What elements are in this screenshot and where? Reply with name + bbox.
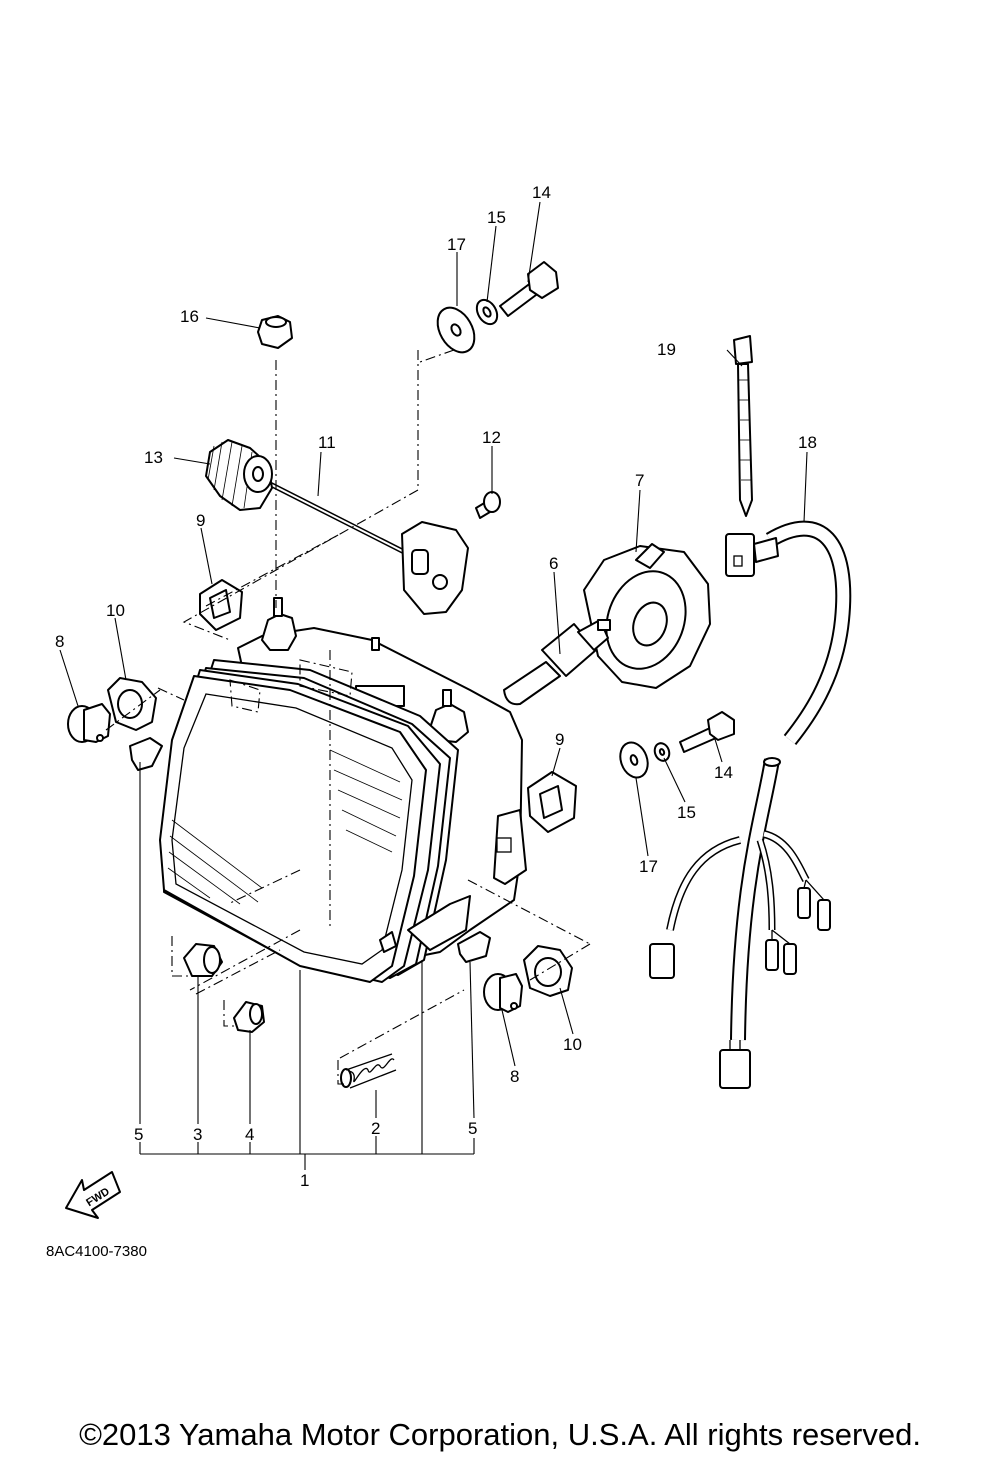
callout-labels: 14 15 17 16 19 11 12 13 18 7 9 6 10 8 9 … bbox=[55, 183, 817, 1190]
washer-17-top bbox=[436, 306, 476, 354]
damper-8-left bbox=[67, 703, 111, 743]
callout-6: 6 bbox=[549, 554, 558, 573]
callout-11: 11 bbox=[318, 433, 336, 452]
bolt-14-top bbox=[499, 261, 559, 317]
wire-harness-18 bbox=[649, 520, 852, 1089]
spring-2 bbox=[340, 1053, 397, 1089]
callout-10-left: 10 bbox=[106, 601, 125, 620]
clip-5-right bbox=[457, 931, 491, 963]
clip-5-left bbox=[129, 737, 163, 771]
callout-5-right: 5 bbox=[468, 1119, 477, 1138]
callout-12: 12 bbox=[482, 428, 501, 447]
callout-8-left: 8 bbox=[55, 632, 64, 651]
bolt-14-right bbox=[679, 711, 735, 753]
callout-13: 13 bbox=[144, 448, 163, 467]
bulb-6 bbox=[503, 619, 611, 706]
callout-9-left: 9 bbox=[196, 511, 205, 530]
callout-10-right: 10 bbox=[563, 1035, 582, 1054]
grommet-9-right bbox=[527, 771, 577, 833]
grommet-9-left bbox=[199, 579, 243, 631]
callout-17-right: 17 bbox=[639, 857, 658, 876]
callout-15-right: 15 bbox=[677, 803, 696, 822]
washer-17-right bbox=[619, 741, 649, 779]
callout-8-right: 8 bbox=[510, 1067, 519, 1086]
collar-10-right bbox=[523, 945, 573, 997]
collar-10-left bbox=[107, 677, 157, 731]
lockwasher-15-right bbox=[653, 742, 671, 762]
callout-4: 4 bbox=[245, 1125, 254, 1144]
callout-3: 3 bbox=[193, 1125, 202, 1144]
callout-17-top: 17 bbox=[447, 235, 466, 254]
leader-lines bbox=[59, 201, 808, 1170]
callout-14-right: 14 bbox=[714, 763, 733, 782]
callout-2: 2 bbox=[371, 1119, 380, 1138]
holder-3 bbox=[183, 943, 223, 977]
screw-12 bbox=[475, 491, 501, 519]
lockwasher-15-top bbox=[475, 298, 499, 326]
fwd-arrow-icon: FWD bbox=[65, 1171, 121, 1219]
copyright-notice: ©2013 Yamaha Motor Corporation, U.S.A. A… bbox=[79, 1417, 921, 1452]
callout-14-top: 14 bbox=[532, 183, 551, 202]
adjuster-assembly bbox=[205, 439, 469, 615]
callout-1: 1 bbox=[300, 1171, 309, 1190]
grommet-16 bbox=[257, 315, 293, 349]
socket-cover-7 bbox=[583, 543, 711, 689]
callout-18: 18 bbox=[798, 433, 817, 452]
diagram-code: 8AC4100-7380 bbox=[46, 1243, 147, 1260]
callout-5-left: 5 bbox=[134, 1125, 143, 1144]
cable-tie-19 bbox=[733, 335, 753, 517]
callout-15-top: 15 bbox=[487, 208, 506, 227]
plug-4 bbox=[233, 1001, 265, 1033]
callout-9-right: 9 bbox=[555, 730, 564, 749]
damper-8-right bbox=[483, 973, 523, 1013]
headlight-assembly bbox=[159, 597, 527, 991]
callout-19: 19 bbox=[657, 340, 676, 359]
assembly-lines bbox=[105, 349, 591, 1085]
callout-7: 7 bbox=[635, 471, 644, 490]
callout-16: 16 bbox=[180, 307, 199, 326]
